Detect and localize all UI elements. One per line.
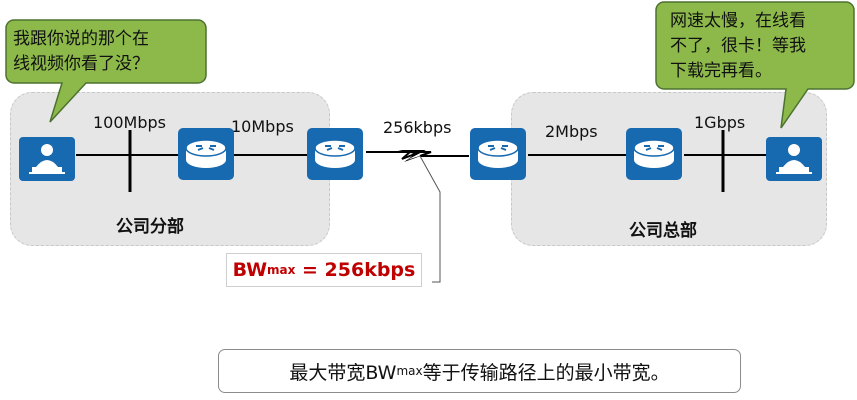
- callout-right-line-3: 下载完再看。: [670, 61, 772, 81]
- bwmax-leader-line: [419, 155, 441, 283]
- note-sub: max: [396, 364, 423, 378]
- callout-left-line-1: 我跟你说的那个在: [13, 29, 149, 49]
- bwmax-label-rest: = 256kbps: [295, 259, 416, 281]
- note-after: 等于传输路径上的最小带宽。: [422, 361, 670, 384]
- callout-left-line-2: 线视频你看了没？: [13, 54, 149, 74]
- callout-right-line-1: 网速太慢，在线看: [670, 11, 806, 31]
- user-computer-icon: [19, 137, 75, 181]
- router-icon: [626, 128, 682, 180]
- callout-text-left: 我跟你说的那个在 线视频你看了没？: [13, 27, 149, 77]
- note-before: 最大带宽BW: [289, 361, 397, 384]
- callout-text-right: 网速太慢，在线看 不了，很卡！等我 下载完再看。: [670, 9, 806, 84]
- bw-label-1gbps: 1Gbps: [694, 113, 746, 132]
- bwmax-label-main: BW: [232, 259, 268, 281]
- headquarters-site-label: 公司总部: [629, 221, 697, 241]
- callout-right-line-2: 不了，很卡！等我: [670, 36, 806, 56]
- bw-label-10mbps: 10Mbps: [231, 117, 294, 136]
- bw-label-100mbps: 100Mbps: [93, 113, 166, 132]
- callout-bubble-right: [655, 1, 855, 129]
- callout-bubble-left: [5, 19, 207, 123]
- branch-site-label: 公司分部: [116, 217, 184, 237]
- router-icon: [178, 128, 234, 180]
- lightning-bolt-icon: [398, 150, 432, 162]
- router-icon: [470, 128, 526, 180]
- bw-label-256kbps: 256kbps: [383, 118, 452, 137]
- router-icon: [307, 128, 363, 180]
- bw-label-2mbps: 2Mbps: [545, 122, 598, 141]
- bwmax-label-sub: max: [267, 263, 296, 277]
- user-computer-icon: [766, 137, 822, 181]
